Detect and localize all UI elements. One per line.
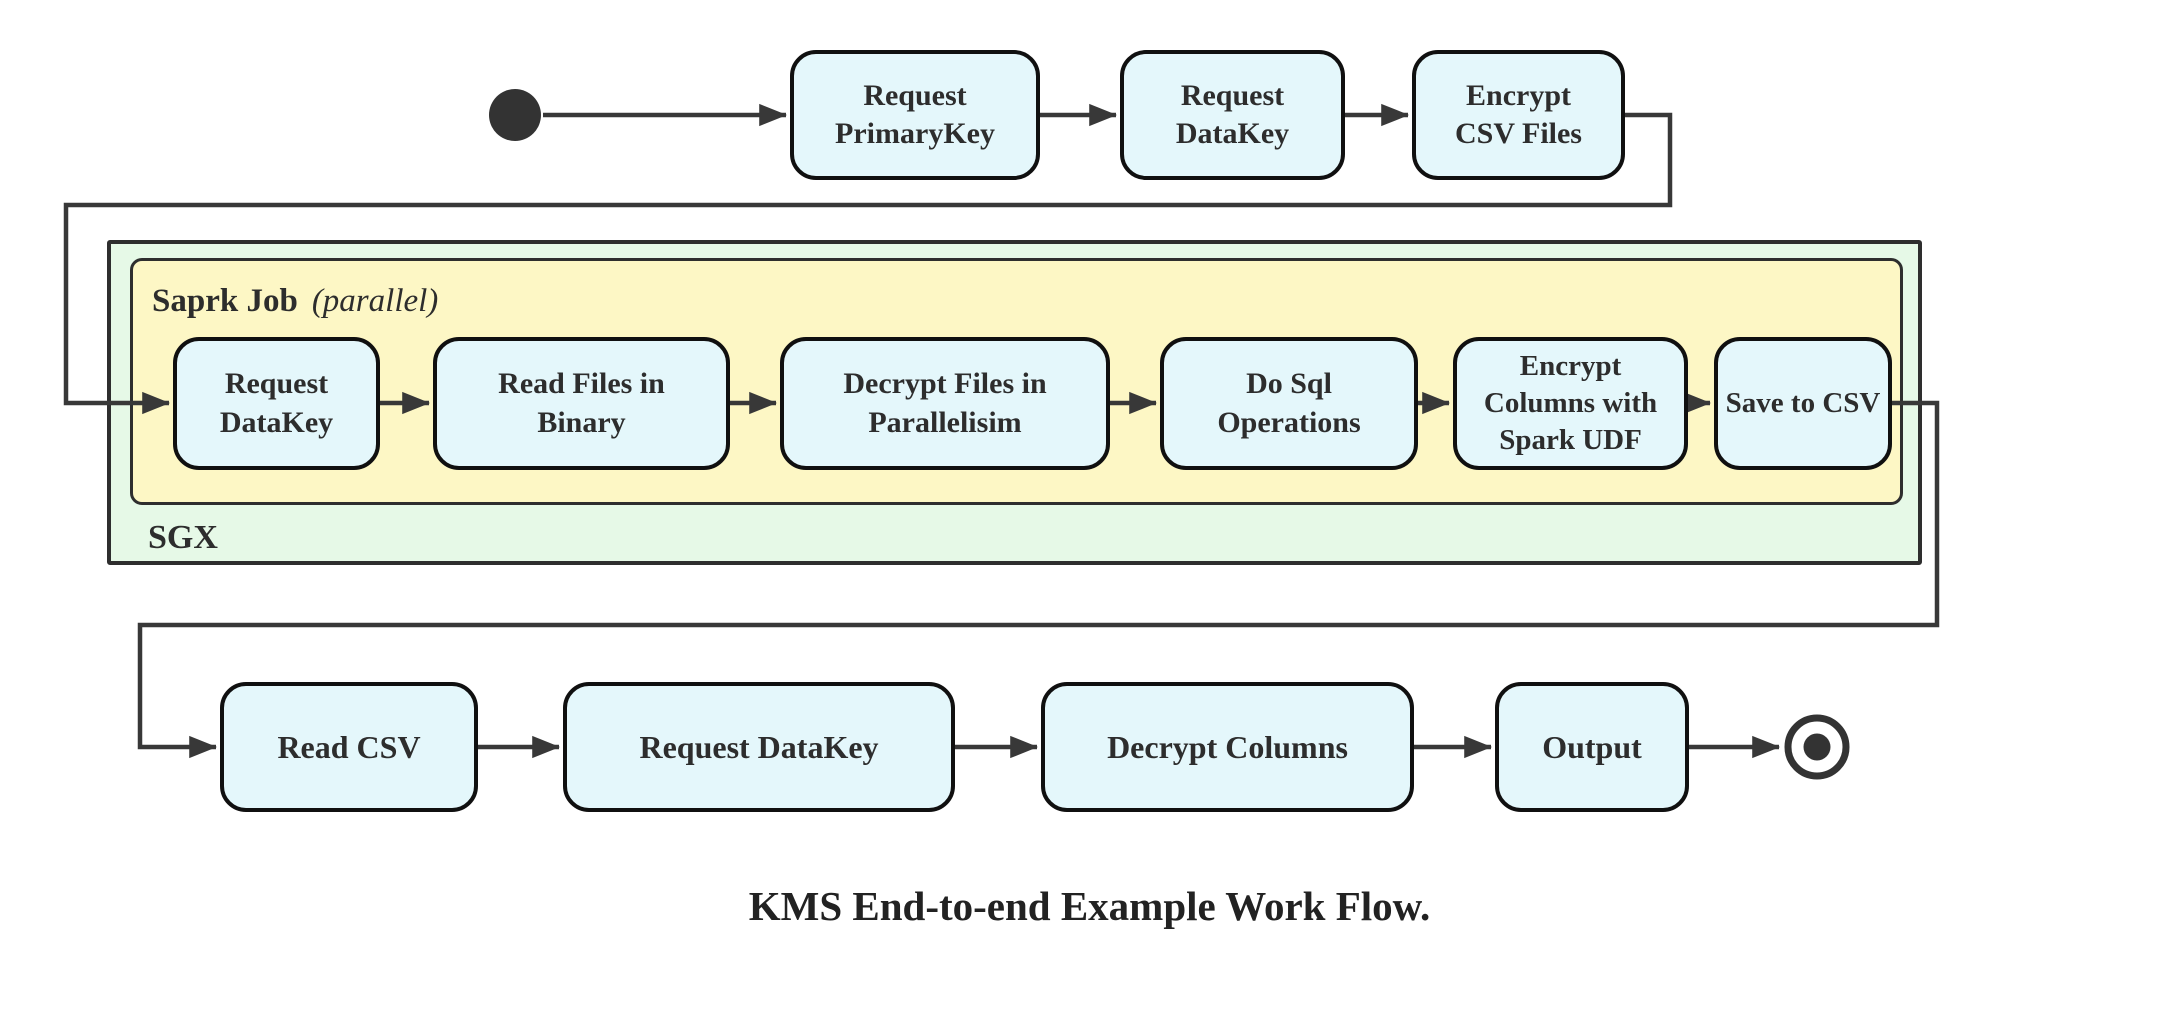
- node-encrypt-columns-with-spark-udf: Encrypt Columns with Spark UDF: [1453, 337, 1688, 470]
- spark-job-title: Saprk Job: [152, 283, 298, 319]
- node-read-csv: Read CSV: [220, 682, 478, 812]
- node-decrypt-files-in-parallelisim: Decrypt Files in Parallelisim: [780, 337, 1110, 470]
- node-do-sql-operations: Do Sql Operations: [1160, 337, 1418, 470]
- end-node-icon: [1784, 714, 1850, 780]
- diagram-caption: KMS End-to-end Example Work Flow.: [748, 883, 1431, 929]
- edge-save-to-csv-to-read-csv: [137, 400, 1940, 759]
- node-decrypt-columns: Decrypt Columns: [1041, 682, 1414, 812]
- node-request-primarykey: Request PrimaryKey: [790, 50, 1040, 180]
- node-read-files-in-binary: Read Files in Binary: [433, 337, 730, 470]
- node-request-datakey-bottom: Request DataKey: [563, 682, 955, 812]
- node-output: Output: [1495, 682, 1689, 812]
- edge-encrypt-csv-files-to-sgx-request-datakey: [63, 112, 1673, 415]
- node-encrypt-csv-files: Encrypt CSV Files: [1412, 50, 1625, 180]
- sgx-label: SGX: [148, 519, 218, 556]
- node-save-to-csv: Save to CSV: [1714, 337, 1892, 470]
- spark-job-label: Saprk Job (parallel): [152, 285, 438, 318]
- node-request-datakey-top: Request DataKey: [1120, 50, 1345, 180]
- start-node-icon: [489, 89, 541, 141]
- spark-job-mode-label: (parallel): [311, 283, 439, 319]
- node-request-datakey-sgx: Request DataKey: [173, 337, 380, 470]
